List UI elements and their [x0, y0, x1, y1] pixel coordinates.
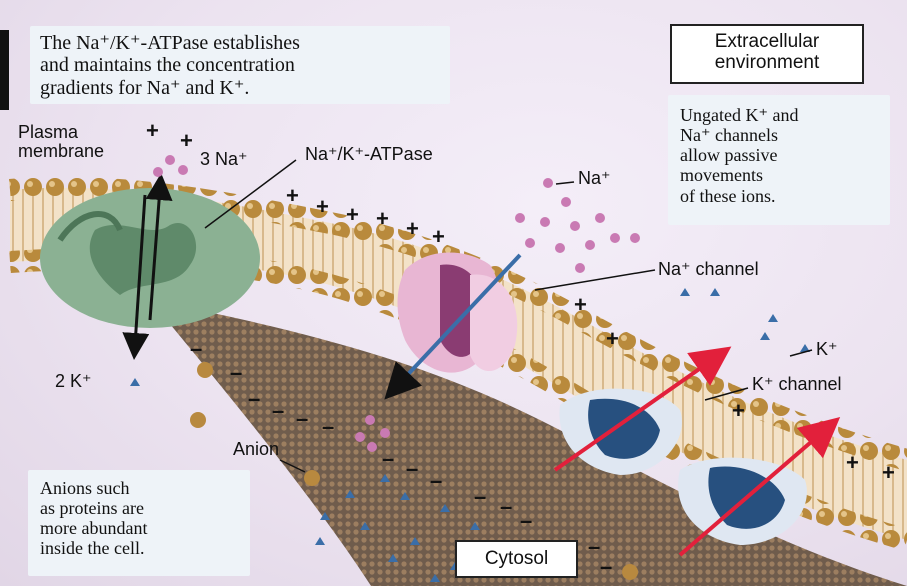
- negative-charge: –: [190, 338, 202, 360]
- anion-label: Anion: [233, 440, 279, 459]
- positive-charge: +: [882, 462, 895, 484]
- negative-charge: –: [588, 536, 600, 558]
- extracellular-tag-line: environment: [676, 53, 858, 74]
- na-ion-label: Na⁺: [578, 169, 611, 188]
- anion-info-box: Anions such as proteins are more abundan…: [28, 470, 250, 576]
- positive-charge: +: [406, 218, 419, 240]
- atpase-note-line: The Na⁺/K⁺-ATPase establishes: [40, 32, 440, 54]
- anion-note-line: inside the cell.: [40, 538, 238, 558]
- left-edge-bar: [0, 30, 9, 110]
- anion-note-line: more abundant: [40, 518, 238, 538]
- positive-charge: +: [732, 400, 745, 422]
- ungated-note-line: movements: [680, 165, 878, 185]
- plasma-membrane-label-line: membrane: [18, 142, 104, 161]
- negative-charge: –: [322, 416, 334, 438]
- ungated-note-line: of these ions.: [680, 186, 878, 206]
- negative-charge: –: [382, 448, 394, 470]
- negative-charge: –: [600, 556, 612, 578]
- positive-charge: +: [180, 130, 193, 152]
- negative-charge: –: [248, 388, 260, 410]
- negative-charge: –: [272, 400, 284, 422]
- positive-charge: +: [146, 120, 159, 142]
- three-na-label: 3 Na⁺: [200, 150, 248, 169]
- na-channel-label: Na⁺ channel: [658, 260, 759, 279]
- two-k-label: 2 K⁺: [55, 372, 92, 391]
- ungated-note-line: Ungated K⁺ and: [680, 105, 878, 125]
- positive-charge: +: [346, 204, 359, 226]
- negative-charge: –: [406, 458, 418, 480]
- positive-charge: +: [574, 294, 587, 316]
- atpase-info-box: The Na⁺/K⁺-ATPase establishes and mainta…: [30, 26, 450, 104]
- plasma-membrane-label-line: Plasma: [18, 123, 104, 142]
- positive-charge: +: [846, 452, 859, 474]
- negative-charge: –: [230, 362, 242, 384]
- positive-charge: +: [432, 226, 445, 248]
- plasma-membrane-label: Plasma membrane: [18, 123, 104, 161]
- k-channel-label: K⁺ channel: [752, 375, 842, 394]
- ungated-note-line: Na⁺ channels: [680, 125, 878, 145]
- cytosol-tag: Cytosol: [455, 540, 578, 578]
- negative-charge: –: [296, 408, 308, 430]
- positive-charge: +: [286, 185, 299, 207]
- ungated-channels-info-box: Ungated K⁺ and Na⁺ channels allow passiv…: [668, 95, 890, 225]
- atpase-note-line: gradients for Na⁺ and K⁺.: [40, 77, 440, 99]
- negative-charge: –: [430, 470, 442, 492]
- positive-charge: +: [376, 208, 389, 230]
- negative-charge: –: [500, 496, 512, 518]
- extracellular-tag: Extracellular environment: [670, 24, 864, 84]
- extracellular-tag-line: Extracellular: [676, 32, 858, 53]
- anion-note-line: Anions such: [40, 478, 238, 498]
- positive-charge: +: [606, 328, 619, 350]
- atpase-note-line: and maintains the concentration: [40, 54, 440, 76]
- positive-charge: +: [316, 196, 329, 218]
- k-ion-label: K⁺: [816, 340, 838, 359]
- negative-charge: –: [520, 510, 532, 532]
- anion-note-line: as proteins are: [40, 498, 238, 518]
- atpase-label: Na⁺/K⁺-ATPase: [305, 145, 433, 164]
- negative-charge: –: [474, 486, 486, 508]
- ungated-note-line: allow passive: [680, 145, 878, 165]
